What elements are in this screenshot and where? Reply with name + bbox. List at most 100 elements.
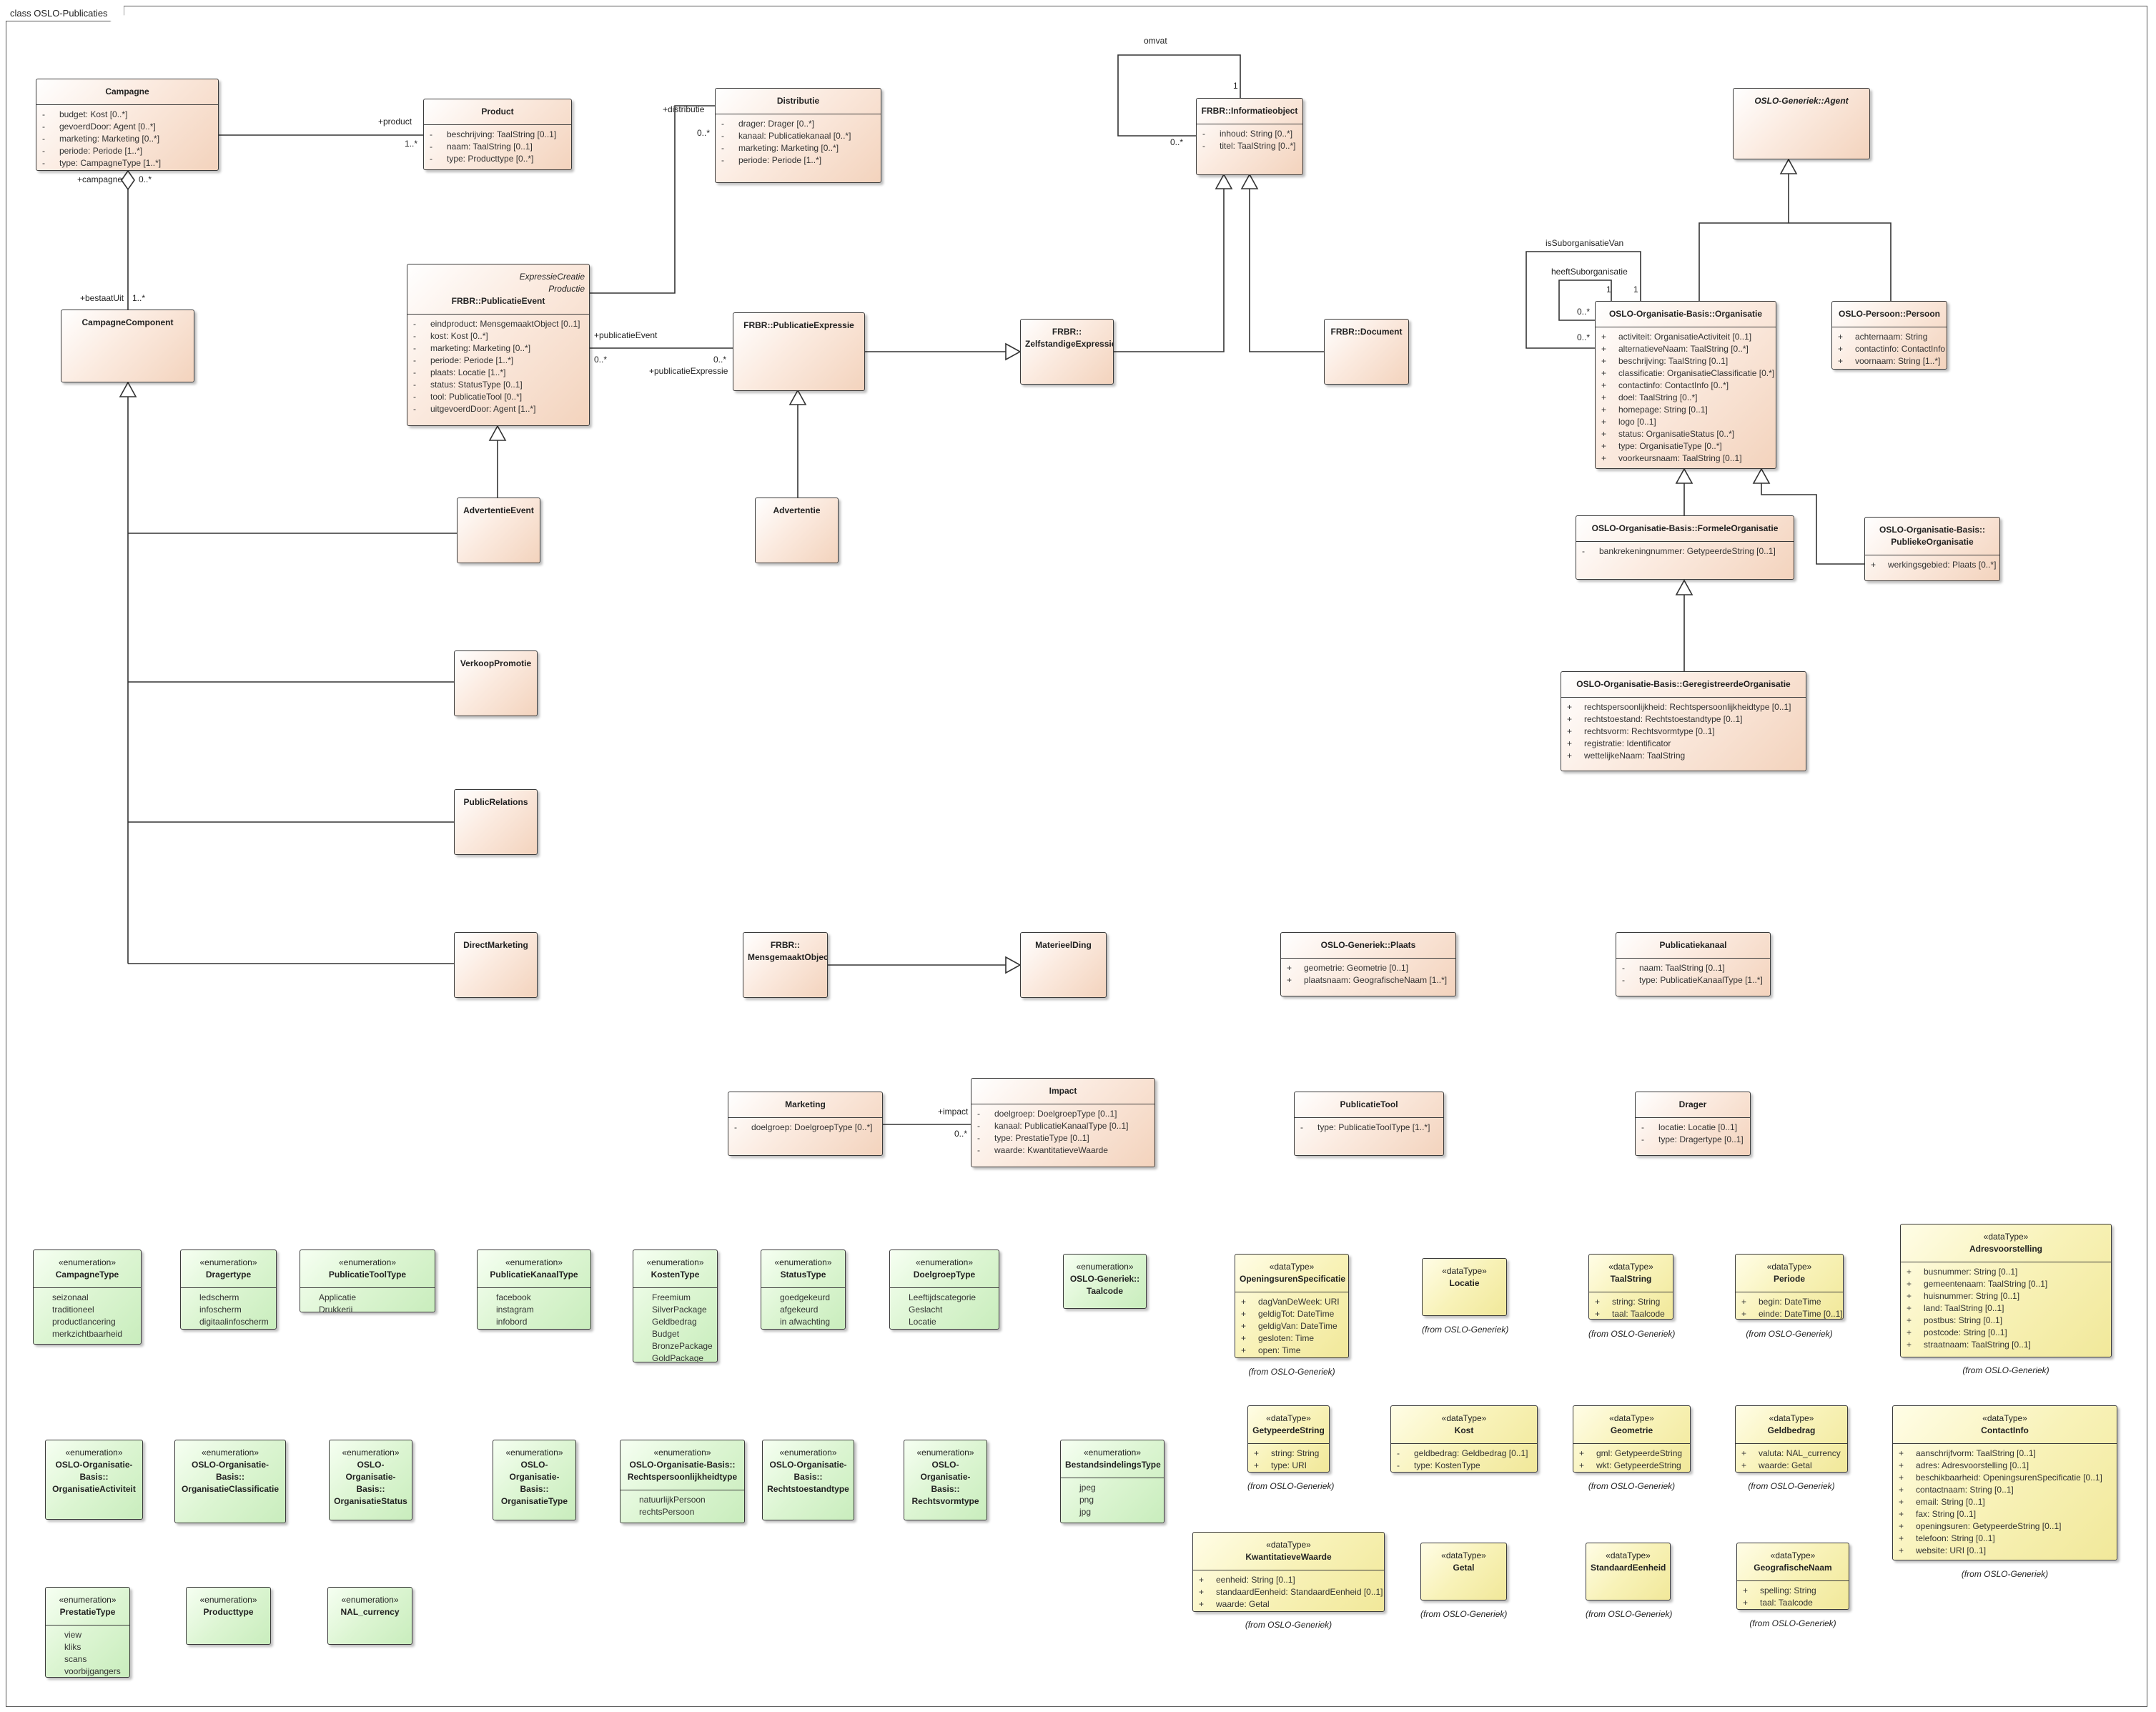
attribute-row: +string: String <box>1592 1296 1670 1308</box>
class-geregistreerdeorganisatie[interactable]: OSLO-Organisatie-Basis::GeregistreerdeOr… <box>1561 671 1806 771</box>
class-publicatieexpressie[interactable]: FRBR::PublicatieExpressie <box>733 312 865 391</box>
class-publicatiekanaal[interactable]: Publicatiekanaal-naam: TaalString [0..1]… <box>1616 932 1771 996</box>
enumeration-taalcode[interactable]: «enumeration»OSLO-Generiek:: Taalcode <box>1063 1254 1147 1309</box>
box-header: «dataType»ContactInfo <box>1893 1406 2117 1443</box>
class-publicatietool[interactable]: PublicatieTool-type: PublicatieToolType … <box>1294 1092 1444 1156</box>
enumeration-organisatieactiviteit[interactable]: «enumeration»OSLO-Organisatie- Basis:: O… <box>45 1440 143 1520</box>
datatype-standaardeenheid[interactable]: «dataType»StandaardEenheid <box>1586 1543 1671 1600</box>
class-directmarketing[interactable]: DirectMarketing <box>454 932 538 998</box>
datatype-adresvoorstelling[interactable]: «dataType»Adresvoorstelling+busnummer: S… <box>1900 1224 2112 1357</box>
visibility-marker: + <box>1241 1309 1247 1319</box>
class-persoon[interactable]: OSLO-Persoon::Persoon+achternaam: String… <box>1831 301 1947 370</box>
attribute-row: -gevoerdDoor: Agent [0..*] <box>39 121 215 133</box>
datatype-kost[interactable]: «dataType»Kost-geldbedrag: Geldbedrag [0… <box>1390 1405 1538 1473</box>
attribute-text: jpeg <box>1079 1483 1096 1493</box>
datatype-contactinfo[interactable]: «dataType»ContactInfo+aanschrijfvorm: Ta… <box>1892 1405 2117 1560</box>
class-impact[interactable]: Impact-doelgroep: DoelgroepType [0..1]-k… <box>971 1078 1155 1167</box>
attribute-row: -doelgroep: DoelgroepType [0..1] <box>974 1108 1152 1120</box>
attribute-text: naam: TaalString [0..1] <box>447 142 533 152</box>
attribute-list: +valuta: NAL_currency+waarde: Getal <box>1736 1443 1847 1472</box>
datatype-geometrie[interactable]: «dataType»Geometrie+gml: GetypeerdeStrin… <box>1573 1405 1691 1473</box>
class-name: OSLO-Organisatie-Basis:: OrganisatieClas… <box>181 1460 280 1494</box>
class-document[interactable]: FRBR::Document <box>1324 319 1409 385</box>
class-marketing[interactable]: Marketing-doelgroep: DoelgroepType [0..*… <box>728 1092 883 1156</box>
enum-literal: infobord <box>480 1316 588 1328</box>
class-plaats[interactable]: OSLO-Generiek::Plaats+geometrie: Geometr… <box>1280 932 1456 996</box>
enumeration-nalcurrency[interactable]: «enumeration»NAL_currency <box>327 1587 412 1645</box>
datatype-periode[interactable]: «dataType»Periode+begin: DateTime+einde:… <box>1735 1254 1844 1320</box>
visibility-marker: - <box>977 1121 980 1131</box>
attribute-text: geometrie: Geometrie [0..1] <box>1304 963 1409 973</box>
enum-literal: productlancering <box>36 1316 138 1328</box>
edge-label: +publicatieEvent <box>594 330 658 340</box>
class-campagnecomponent[interactable]: CampagneComponent <box>61 310 194 382</box>
attribute-text: fax: String [0..1] <box>1916 1509 1977 1519</box>
class-verkooppromotie[interactable]: VerkoopPromotie <box>454 650 538 716</box>
class-formeleorganisatie[interactable]: OSLO-Organisatie-Basis::FormeleOrganisat… <box>1576 515 1794 580</box>
class-advertentie[interactable]: Advertentie <box>755 498 839 563</box>
class-product[interactable]: Product-beschrijving: TaalString [0..1]-… <box>423 99 572 170</box>
datatype-locatie[interactable]: «dataType»Locatie <box>1422 1258 1507 1316</box>
class-distributie[interactable]: Distributie-drager: Drager [0..*]-kanaal… <box>715 88 881 183</box>
class-name: Dragertype <box>205 1270 252 1280</box>
enumeration-rechtspersoonlijkheidtype[interactable]: «enumeration»OSLO-Organisatie-Basis:: Re… <box>620 1440 745 1523</box>
class-informatieobject[interactable]: FRBR::Informatieobject-inhoud: String [0… <box>1196 98 1303 175</box>
enumeration-organisatiestatus[interactable]: «enumeration»OSLO-Organisatie- Basis:: O… <box>329 1440 412 1520</box>
class-name: GetypeerdeString <box>1252 1425 1325 1435</box>
stereotype-label: «enumeration» <box>915 1257 974 1267</box>
enumeration-rechtsvormtype[interactable]: «enumeration»OSLO-Organisatie- Basis:: R… <box>904 1440 987 1520</box>
attribute-text: afgekeurd <box>780 1305 819 1315</box>
box-header: OSLO-Organisatie-Basis:: PubliekeOrganis… <box>1865 518 1999 555</box>
class-campagne[interactable]: Campagne-budget: Kost [0..*]-gevoerdDoor… <box>36 79 219 171</box>
attribute-text: einde: DateTime [0..1] <box>1759 1309 1843 1319</box>
datatype-openingsuren[interactable]: «dataType»OpeningsurenSpecificatie+dagVa… <box>1235 1254 1349 1358</box>
datatype-getal[interactable]: «dataType»Getal <box>1420 1543 1507 1600</box>
enumeration-producttype[interactable]: «enumeration»Producttype <box>186 1587 271 1645</box>
visibility-marker: + <box>1601 380 1607 390</box>
datatype-geografischenaam[interactable]: «dataType»GeografischeNaam+spelling: Str… <box>1736 1543 1849 1610</box>
enumeration-rechtstoestandtype[interactable]: «enumeration»OSLO-Organisatie- Basis:: R… <box>762 1440 854 1520</box>
attribute-text: contactnaam: String [0..1] <box>1916 1485 2014 1495</box>
datatype-geldbedrag[interactable]: «dataType»Geldbedrag+valuta: NAL_currenc… <box>1735 1405 1848 1473</box>
attribute-list: -eindproduct: MensgemaaktObject [0..1]-k… <box>407 314 589 419</box>
class-name: OSLO-Organisatie- Basis:: OrganisatieAct… <box>52 1460 136 1494</box>
class-mensgemaaktobject[interactable]: FRBR:: MensgemaaktObject <box>743 932 828 998</box>
datatype-getypeerdestring[interactable]: «dataType»GetypeerdeString+string: Strin… <box>1247 1405 1330 1473</box>
enumeration-organisatietype[interactable]: «enumeration»OSLO-Organisatie- Basis:: O… <box>493 1440 576 1520</box>
visibility-marker: + <box>1567 726 1573 736</box>
datatype-kwantitatievewaarde[interactable]: «dataType»KwantitatieveWaarde+eenheid: S… <box>1192 1532 1385 1612</box>
class-zelfstandigeexpressie[interactable]: FRBR:: ZelfstandigeExpressie <box>1020 319 1114 385</box>
attribute-row: +straatnaam: TaalString [0..1] <box>1904 1339 2108 1351</box>
attribute-row: -naam: TaalString [0..1] <box>427 141 568 153</box>
class-agent[interactable]: OSLO-Generiek::Agent <box>1733 88 1870 159</box>
class-materieelding[interactable]: MaterieelDing <box>1020 932 1107 998</box>
attribute-text: aanschrijfvorm: TaalString [0..1] <box>1916 1448 2036 1458</box>
visibility-marker: - <box>430 154 432 164</box>
visibility-marker: + <box>1601 344 1607 354</box>
class-advertentieevent[interactable]: AdvertentieEvent <box>457 498 540 563</box>
visibility-marker: - <box>721 119 724 129</box>
class-name: NAL_currency <box>340 1607 400 1617</box>
class-name: OSLO-Organisatie- Basis:: Rechtstoestand… <box>767 1460 849 1494</box>
datatype-taalstring[interactable]: «dataType»TaalString+string: String+taal… <box>1588 1254 1673 1320</box>
attribute-list: +dagVanDeWeek: URI+geldigTot: DateTime+g… <box>1235 1292 1348 1357</box>
stereotype-label: «dataType» <box>1441 1550 1486 1560</box>
class-publiekeorganisatie[interactable]: OSLO-Organisatie-Basis:: PubliekeOrganis… <box>1864 517 2000 581</box>
class-publicrelations[interactable]: PublicRelations <box>454 789 538 855</box>
generalization-persoon-agent <box>1789 222 1892 301</box>
visibility-marker: + <box>1907 1291 1912 1301</box>
class-organisatie[interactable]: OSLO-Organisatie-Basis::Organisatie+acti… <box>1595 301 1776 469</box>
enumeration-organisatieclassificatie[interactable]: «enumeration»OSLO-Organisatie-Basis:: Or… <box>174 1440 286 1523</box>
class-drager[interactable]: Drager-locatie: Locatie [0..1]-type: Dra… <box>1635 1092 1751 1156</box>
